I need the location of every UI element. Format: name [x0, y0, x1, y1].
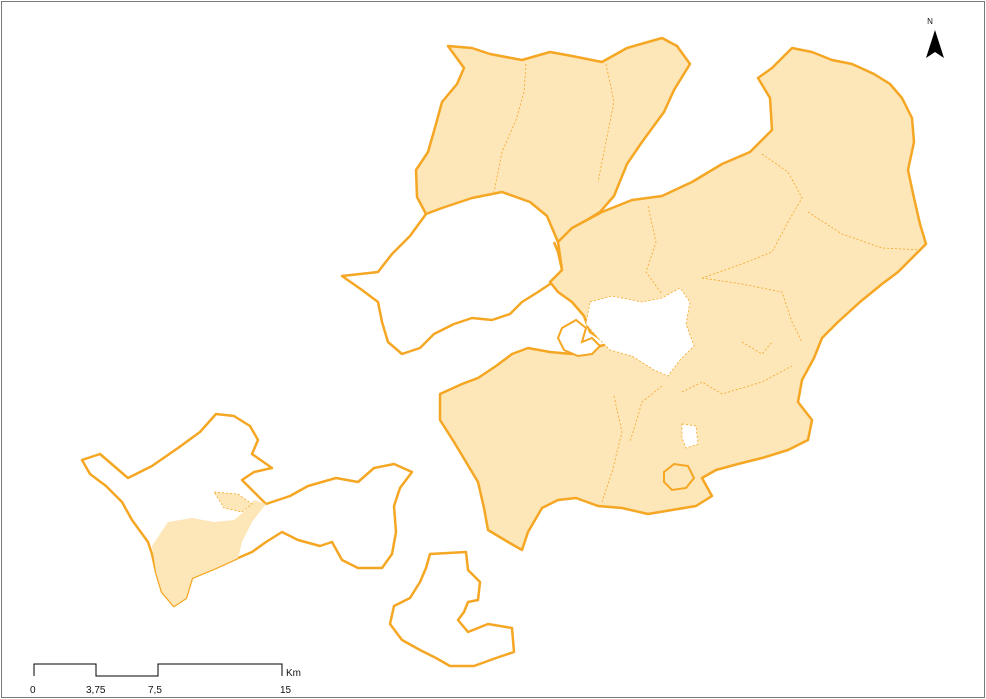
scale-unit: Km — [286, 668, 301, 679]
inlet-curl — [556, 318, 602, 358]
north-arrow-icon — [935, 30, 944, 58]
scale-tick-15: 15 — [280, 685, 292, 696]
inland-lake-center — [585, 287, 695, 377]
southwest-region-outline[interactable] — [80, 412, 414, 608]
southwest-small-patch — [213, 491, 253, 513]
scale-tick-3-75: 3,75 — [86, 685, 106, 696]
southwest-district-filled[interactable] — [152, 500, 266, 606]
scale-bar: 0 3,75 7,5 15 Km — [30, 663, 301, 696]
northern-district-boundary — [493, 63, 615, 193]
west-bay-outline — [340, 213, 564, 356]
south-block-region[interactable] — [388, 550, 516, 668]
north-arrow: N — [926, 17, 944, 58]
eastern-district-boundaries — [601, 153, 923, 503]
scale-tick-0: 0 — [30, 685, 36, 696]
scale-tick-7-5: 7,5 — [148, 685, 162, 696]
inland-lake-south — [681, 423, 699, 449]
north-label: N — [927, 17, 933, 26]
small-loop-island — [663, 462, 696, 492]
